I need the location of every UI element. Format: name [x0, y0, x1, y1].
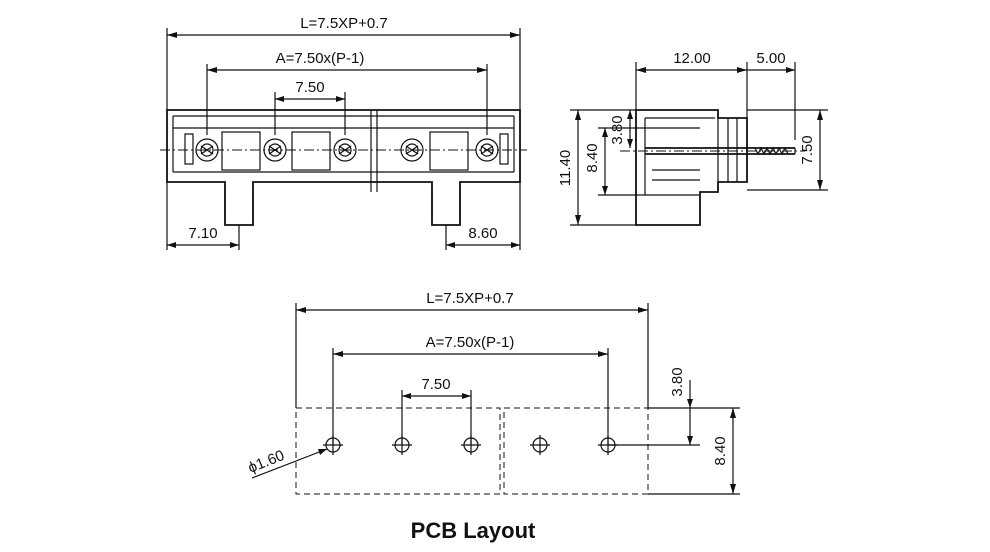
- pcb-dim-label-pitch-span: A=7.50x(P-1): [426, 334, 515, 351]
- screw-1: [195, 138, 219, 162]
- dim-label-pin-height: 7.50: [799, 135, 816, 164]
- pcb-layout: L=7.5XP+0.7 A=7.50x(P-1) 7.50: [246, 290, 740, 543]
- dim-overall-height: 11.40: [557, 110, 581, 225]
- screw-2: [263, 138, 287, 162]
- dim-label-pin-length: 5.00: [756, 50, 785, 67]
- dim-label-depth: 12.00: [673, 50, 711, 67]
- dim-pin-height: 7.50: [799, 110, 823, 190]
- dim-label-left-offset: 7.10: [188, 225, 217, 242]
- pcb-layout-caption: PCB Layout: [411, 518, 536, 543]
- pcb-dim-overall-length: L=7.5XP+0.7: [296, 290, 648, 313]
- pcb-dim-footprint-height: 8.40: [712, 408, 736, 494]
- dim-label-right-offset: 8.60: [468, 225, 497, 242]
- pcb-dim-label-hole-offset: 3.80: [669, 367, 686, 396]
- dim-label-overall-length: L=7.5XP+0.7: [300, 15, 388, 32]
- dim-overall-length: L=7.5XP+0.7: [167, 15, 520, 38]
- dim-label-pin-offset: 3.80: [609, 115, 626, 144]
- pcb-dim-hole-offset: 3.80: [669, 367, 693, 445]
- pcb-footprint: [295, 407, 649, 495]
- front-view: L=7.5XP+0.7 A=7.50x(P-1) 7.50: [160, 15, 527, 250]
- dim-label-pitch: 7.50: [295, 79, 324, 96]
- pcb-dim-pitch-span: A=7.50x(P-1): [333, 334, 608, 357]
- dim-pitch: 7.50: [275, 79, 345, 102]
- connector-body-side: [620, 109, 805, 226]
- dim-label-overall-height: 11.40: [557, 150, 574, 186]
- pcb-hole-3: [461, 435, 481, 455]
- dim-right-offset: 8.60: [446, 225, 520, 248]
- dim-pitch-span: A=7.50x(P-1): [207, 50, 487, 73]
- pcb-dim-pitch: 7.50: [402, 376, 471, 399]
- dim-body-height: 8.40: [584, 128, 608, 195]
- connector-body-front: [160, 109, 527, 226]
- dim-pin-offset: 3.80: [609, 110, 633, 148]
- dim-label-body-height: 8.40: [584, 143, 601, 172]
- pcb-hole-4: [530, 435, 550, 455]
- pcb-dim-label-footprint-height: 8.40: [712, 436, 729, 465]
- pcb-hole-2: [392, 435, 412, 455]
- dim-left-offset: 7.10: [167, 225, 239, 248]
- pcb-hole-1: [323, 435, 343, 455]
- pcb-dim-label-pitch: 7.50: [421, 376, 450, 393]
- screw-5: [475, 138, 499, 162]
- dim-pin-length: 5.00: [747, 50, 795, 73]
- dim-label-pitch-span: A=7.50x(P-1): [276, 50, 365, 67]
- side-view: 12.00 5.00: [557, 50, 828, 226]
- pcb-dim-hole-diameter: ϕ1.60: [246, 447, 328, 479]
- screw-4: [400, 138, 424, 162]
- screw-3: [333, 138, 357, 162]
- pcb-dim-label-overall-length: L=7.5XP+0.7: [426, 290, 514, 307]
- dim-depth: 12.00: [636, 50, 747, 73]
